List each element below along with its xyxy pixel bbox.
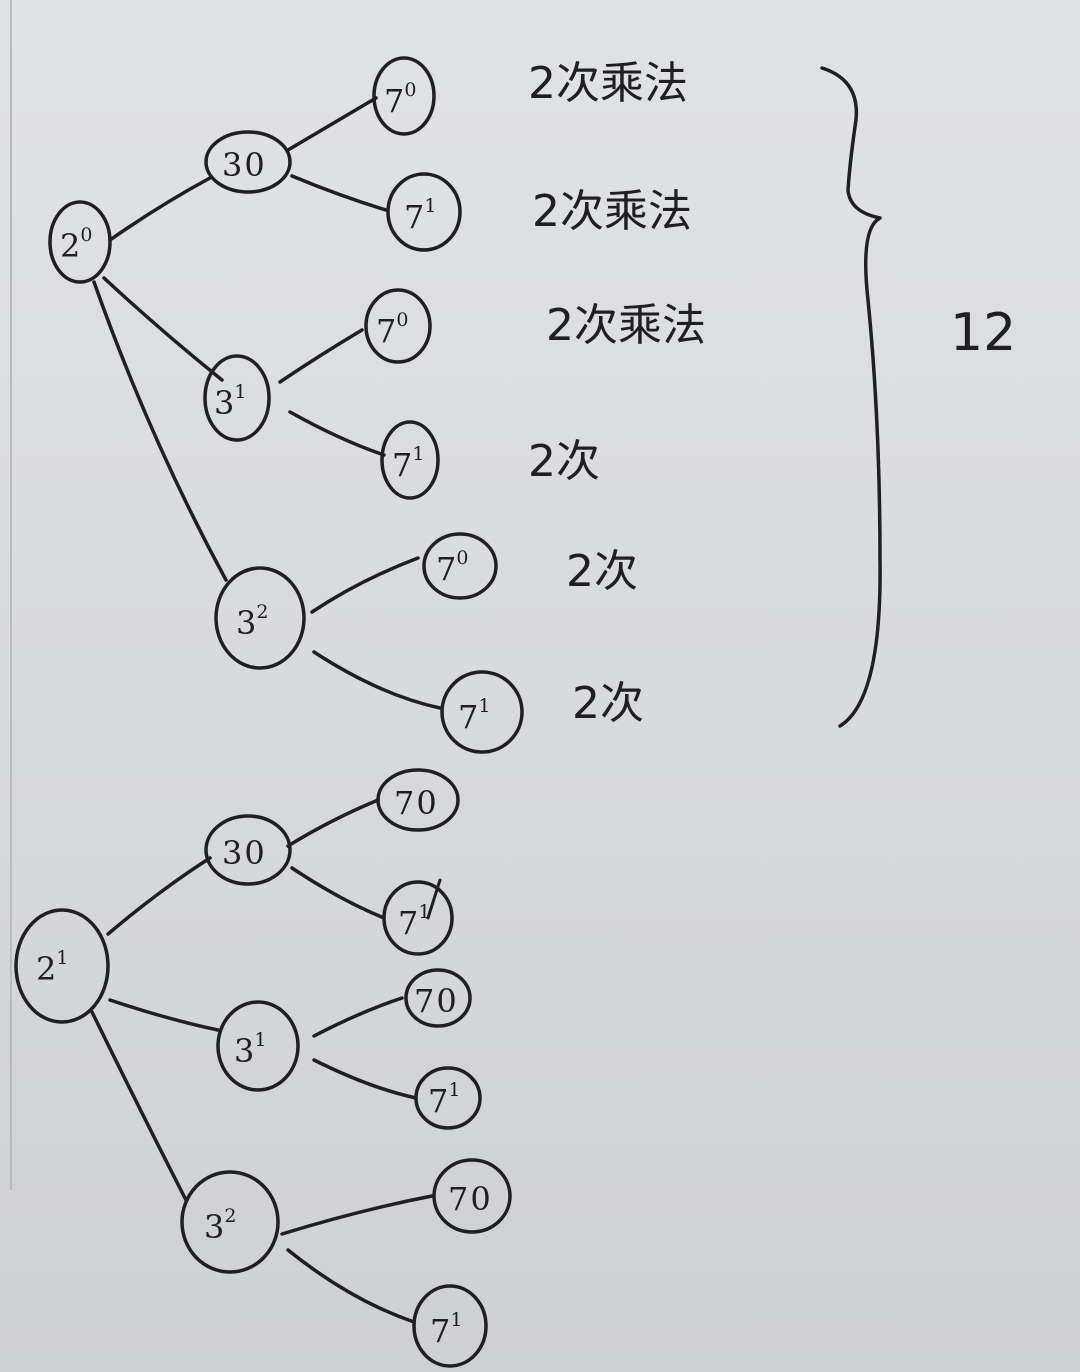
annotation-4: 2次	[528, 436, 600, 487]
tree-2-leaf-2: 71	[382, 878, 454, 956]
tree-2-edge-root-child-3	[90, 1010, 188, 1202]
tree-2-leaf-5: 70	[432, 1158, 512, 1234]
annotation-2: 2次乘法	[532, 186, 692, 237]
svg-text:21: 21	[36, 947, 68, 988]
tree-1-edge-root-child-2	[102, 276, 224, 382]
svg-text:70: 70	[394, 784, 437, 822]
tree-2: 21 30 31 32 70 71 70 7	[14, 768, 512, 1368]
svg-text:32: 32	[236, 601, 268, 642]
tree-2-leaf-4: 71	[414, 1066, 482, 1130]
tree-1-leaf-4: 71	[380, 420, 440, 500]
svg-text:30: 30	[222, 834, 265, 872]
annotation-6: 2次	[572, 678, 644, 729]
tree-2-leaf-3: 70	[404, 968, 472, 1028]
svg-text:20: 20	[60, 224, 92, 265]
annotation-1: 2次乘法	[528, 58, 688, 109]
tree-2-edge-c1-leaf-1	[286, 798, 380, 848]
tree-2-edge-c2-leaf-1	[312, 996, 404, 1038]
tree-2-edge-root-child-1	[106, 856, 212, 936]
svg-text:71: 71	[398, 901, 430, 942]
node-base: 2	[60, 227, 80, 265]
tree-1-child-node-1: 30	[204, 130, 292, 194]
tree-1-edge-c1-leaf-2	[290, 174, 388, 212]
svg-text:71: 71	[392, 443, 424, 484]
tree-1-edge-c3-leaf-1	[310, 556, 420, 614]
tree-1-edge-c2-leaf-2	[288, 410, 386, 457]
node-base: 2	[36, 950, 56, 988]
margin-line	[10, 0, 12, 1190]
svg-text:71: 71	[404, 195, 436, 236]
tree-1-edge-c1-leaf-1	[286, 96, 378, 152]
tree-1-edge-c2-leaf-1	[278, 328, 364, 384]
tree-1-edge-root-child-3	[92, 280, 228, 582]
tree-1-leaf-5: 70	[422, 532, 498, 600]
tree-2-leaf-1: 70	[376, 768, 460, 832]
annotation-3: 2次乘法	[546, 300, 706, 351]
curly-brace	[820, 66, 882, 728]
svg-text:32: 32	[204, 1205, 236, 1246]
tree-2-leaf-6: 71	[412, 1284, 488, 1368]
tree-2-edge-c1-leaf-2	[290, 866, 386, 920]
tree-2-edge-c3-leaf-2	[286, 1248, 416, 1324]
tree-2-edge-c2-leaf-2	[312, 1058, 418, 1100]
svg-text:70: 70	[448, 1180, 491, 1218]
annotation-5: 2次	[566, 546, 638, 597]
svg-text:71: 71	[430, 1309, 462, 1350]
tree-1-child-node-2: 31	[203, 354, 271, 442]
tree-1: 20 30 31 32 70 71 70 71	[48, 56, 524, 754]
tree-1-leaf-1: 70	[372, 56, 436, 136]
total-count: 12	[950, 303, 1016, 363]
tree-2-edge-root-child-2	[108, 998, 220, 1032]
node-exponent: 1	[56, 947, 68, 969]
tree-1-leaf-2: 71	[386, 172, 462, 252]
strike-mark	[426, 878, 442, 920]
tree-1-child-node-3: 32	[214, 566, 306, 670]
tree-1-root-node: 20	[48, 200, 112, 284]
tree-2-edge-c3-leaf-1	[280, 1194, 434, 1236]
svg-text:30: 30	[222, 146, 265, 184]
tree-1-edge-c3-leaf-2	[312, 650, 442, 710]
svg-text:71: 71	[428, 1079, 460, 1120]
svg-text:70: 70	[376, 309, 408, 350]
tree-1-leaf-3: 70	[364, 288, 432, 364]
tree-2-root-node: 21	[14, 908, 110, 1024]
svg-text:70: 70	[414, 982, 457, 1020]
annotations: 2次乘法 2次乘法 2次乘法 2次 2次 2次	[528, 58, 706, 729]
tree-2-child-node-1: 30	[204, 814, 292, 886]
svg-text:31: 31	[214, 381, 246, 422]
svg-text:70: 70	[436, 547, 468, 588]
tree-1-leaf-6: 71	[440, 670, 524, 754]
tree-1-edge-root-child-1	[108, 176, 212, 242]
tree-2-child-node-3: 32	[180, 1170, 280, 1274]
node-exponent: 0	[80, 224, 92, 246]
tree-2-child-node-2: 31	[216, 1000, 300, 1092]
svg-text:31: 31	[234, 1029, 266, 1070]
svg-text:71: 71	[458, 695, 490, 736]
svg-text:70: 70	[384, 79, 416, 120]
